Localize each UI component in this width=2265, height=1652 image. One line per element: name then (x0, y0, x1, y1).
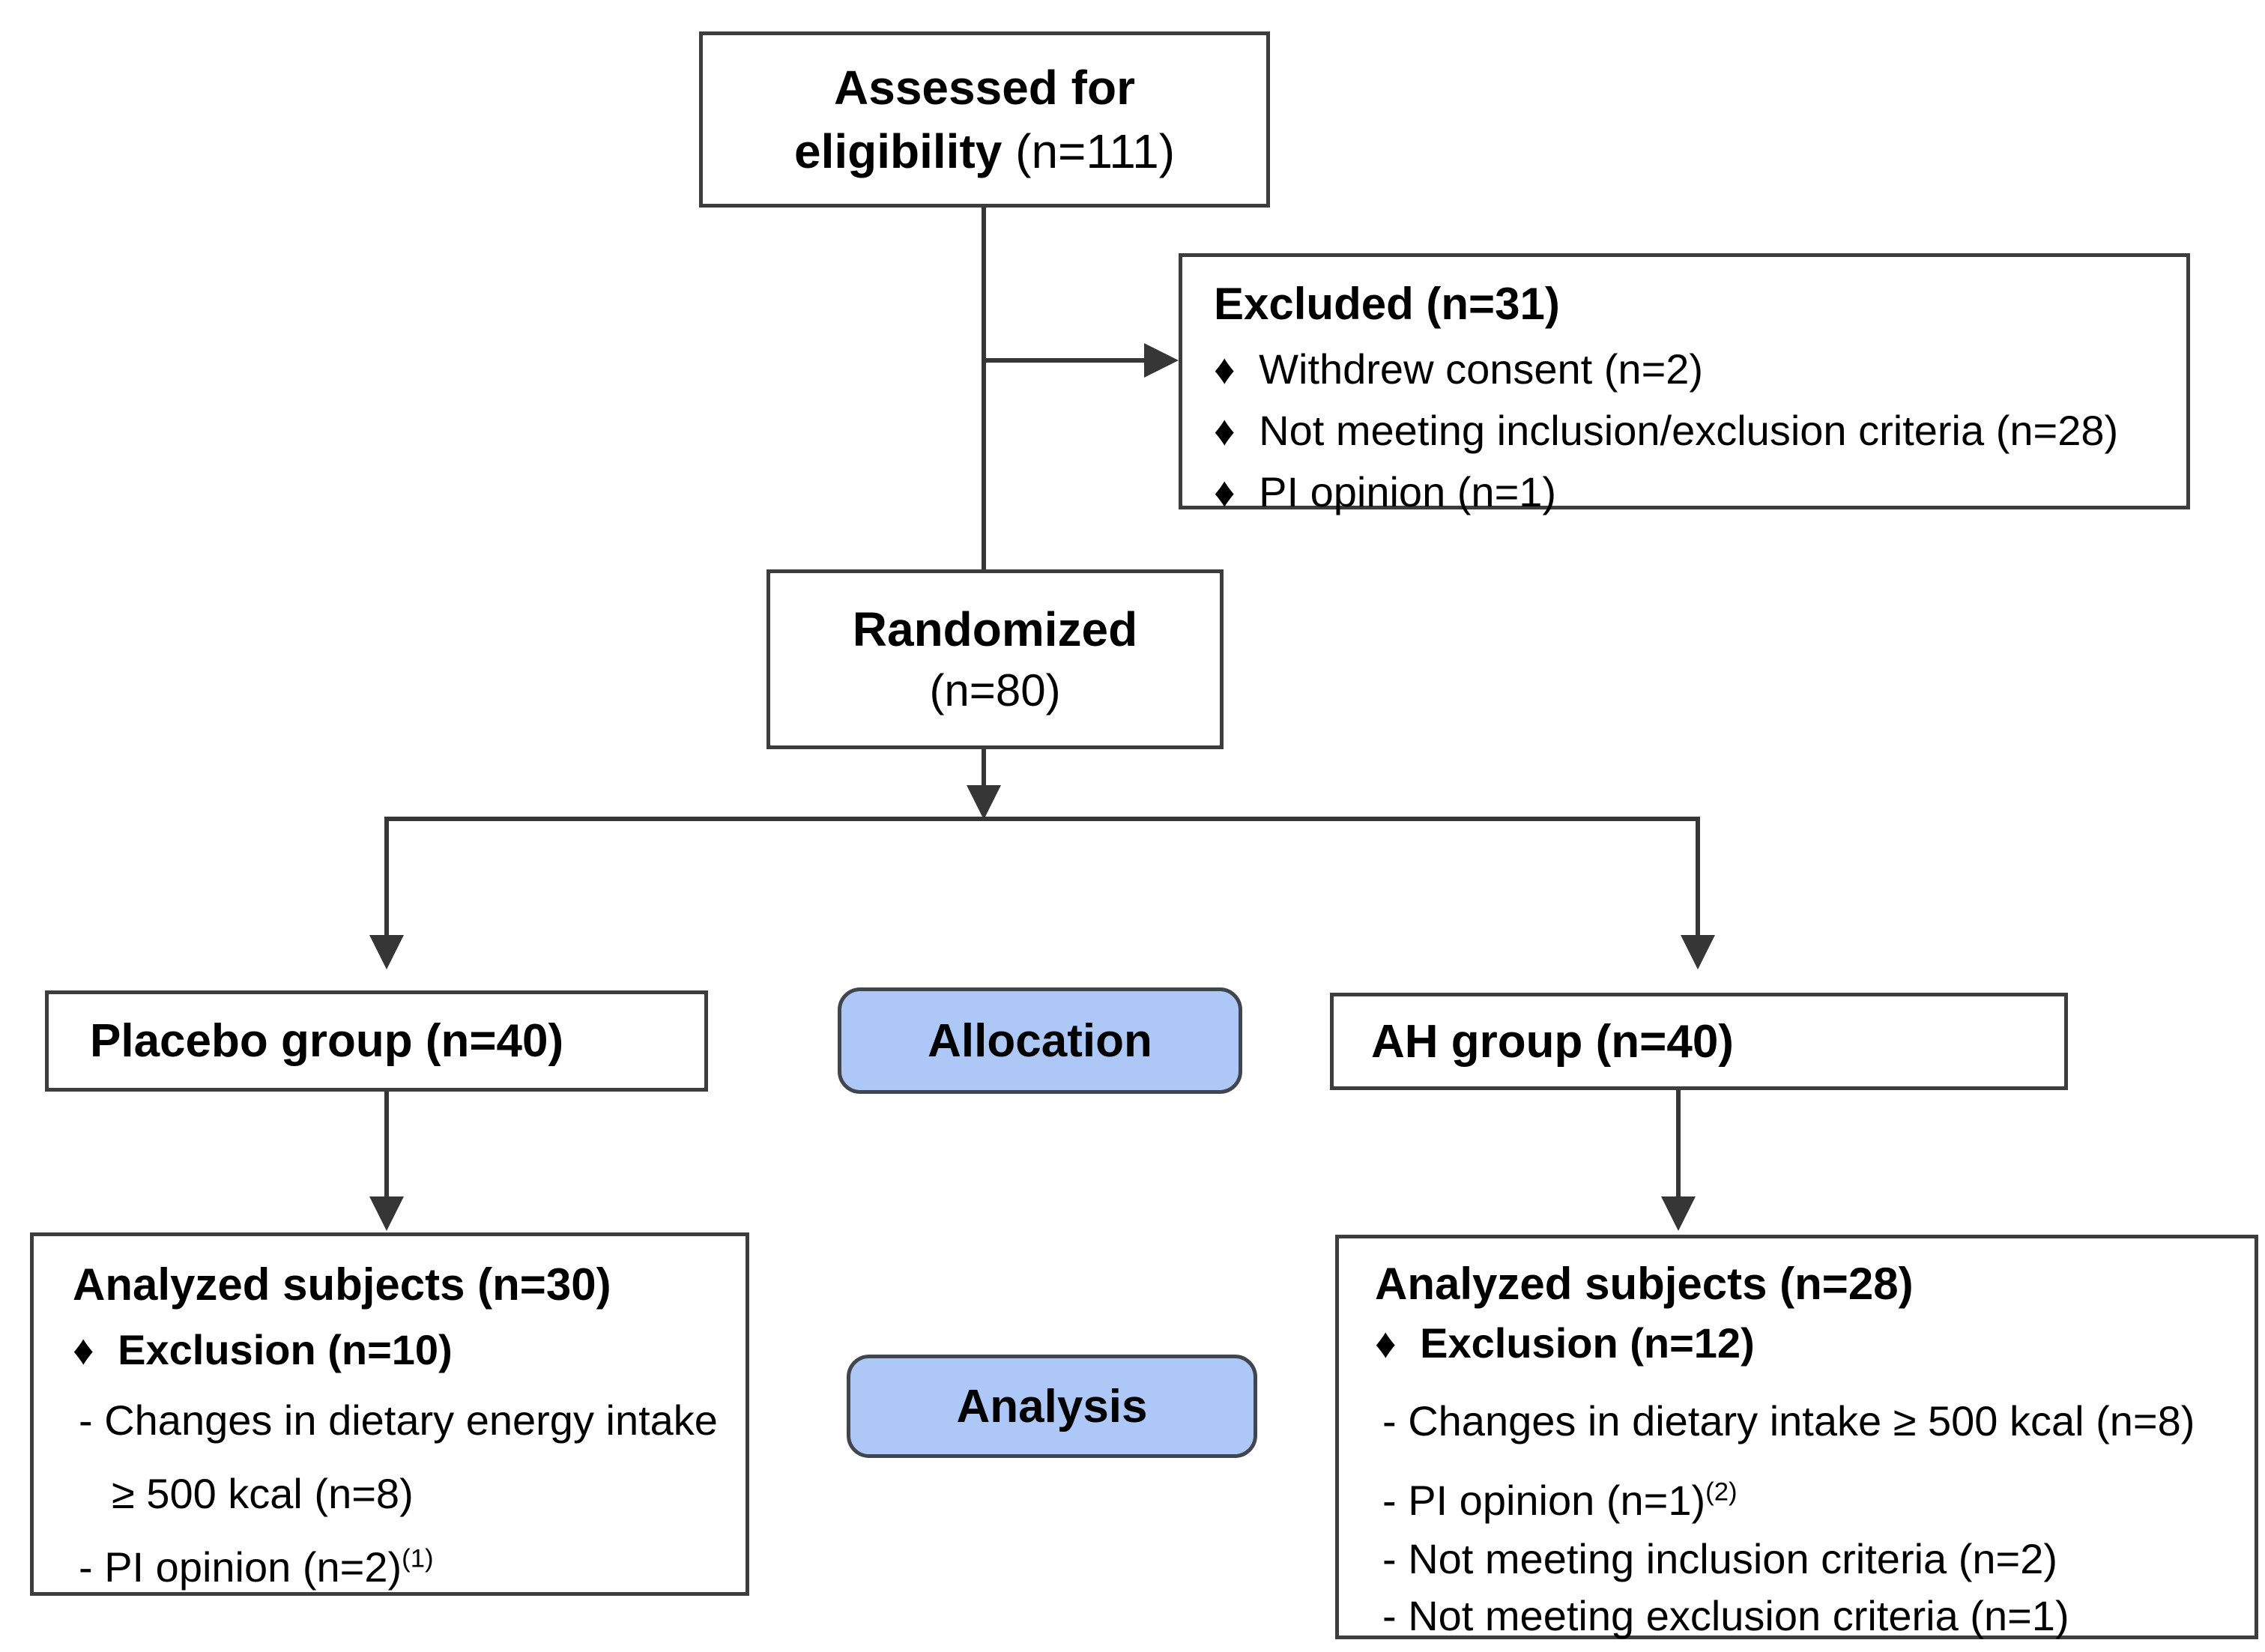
randomized-title: Randomized (852, 602, 1138, 657)
excluded-item-text: Not meeting inclusion/exclusion criteria… (1259, 406, 2119, 454)
assessed-count: (n=111) (1015, 124, 1176, 178)
connector-branch-line (384, 817, 1700, 821)
analyzed-placebo-item-cont: ≥ 500 kcal (n=8) (112, 1469, 414, 1517)
pi-opinion-text: - PI opinion (n=2) (79, 1543, 402, 1591)
analysis-stage-badge: Analysis (847, 1355, 1257, 1458)
arrow-down-icon (369, 1196, 404, 1231)
connector-assessed-randomized (982, 208, 986, 569)
analyzed-ah-exclusion: ♦ Exclusion (n=12) (1375, 1317, 2232, 1370)
excluded-item: ♦ Not meeting inclusion/exclusion criter… (1214, 405, 2156, 457)
placebo-group-box: Placebo group (n=40) (45, 990, 708, 1092)
footnote-marker: (1) (402, 1544, 434, 1573)
analyzed-ah-item: - Changes in dietary intake ≥ 500 kcal (… (1382, 1397, 2195, 1444)
connector-branch-excluded (984, 358, 1144, 363)
arrow-down-icon (1661, 1196, 1696, 1231)
pi-opinion-text: - PI opinion (n=1) (1382, 1476, 1706, 1524)
analyzed-placebo-item: - PI opinion (n=2)(1) (73, 1541, 723, 1594)
connector-placebo-analyzed (384, 1092, 389, 1196)
footnote-marker: (2) (1705, 1477, 1738, 1507)
arrow-down-icon (967, 785, 1001, 820)
analyzed-ah-box: Analyzed subjects (n=28) ♦ Exclusion (n=… (1335, 1235, 2258, 1639)
diamond-bullet-icon: ♦ (73, 1325, 94, 1373)
connector-randomized-branch (982, 749, 986, 785)
assessed-title-line1: Assessed for (834, 56, 1135, 119)
exclusion-text: Exclusion (n=12) (1420, 1319, 1755, 1367)
randomized-count: (n=80) (929, 665, 1061, 715)
connector-ah-analyzed (1676, 1090, 1681, 1196)
diamond-bullet-icon: ♦ (1214, 345, 1236, 393)
allocation-label: Allocation (928, 1014, 1152, 1067)
randomized-box: Randomized (n=80) (766, 569, 1224, 749)
ah-group-title: AH group (n=40) (1371, 1015, 1734, 1068)
allocation-stage-badge: Allocation (838, 987, 1242, 1094)
excluded-item-text: Withdrew consent (n=2) (1259, 345, 1704, 393)
analyzed-placebo-exclusion: ♦ Exclusion (n=10) (73, 1324, 723, 1376)
analyzed-placebo-item: - Changes in dietary energy intake (79, 1396, 718, 1444)
connector-branch-ah (1696, 817, 1700, 935)
analyzed-ah-item: - PI opinion (n=1)(2) (1375, 1474, 2232, 1527)
analyzed-ah-item: - Not meeting inclusion criteria (n=2) (1382, 1534, 2058, 1582)
connector-branch-placebo (384, 817, 389, 935)
assessed-eligibility-box: Assessed for eligibility (n=111) (699, 31, 1270, 208)
arrow-right-icon (1144, 343, 1179, 378)
exclusion-text: Exclusion (n=10) (118, 1325, 453, 1373)
analyzed-placebo-box: Analyzed subjects (n=30) ♦ Exclusion (n=… (30, 1232, 749, 1596)
diamond-bullet-icon: ♦ (1214, 468, 1236, 515)
excluded-title: Excluded (n=31) (1214, 279, 1560, 329)
analyzed-ah-title: Analyzed subjects (n=28) (1375, 1259, 1914, 1309)
analyzed-ah-item: - Not meeting exclusion criteria (n=1) (1382, 1591, 2069, 1639)
arrow-down-icon (369, 935, 404, 969)
analysis-label: Analysis (956, 1380, 1148, 1432)
analyzed-placebo-title: Analyzed subjects (n=30) (73, 1259, 611, 1310)
ah-group-box: AH group (n=40) (1330, 993, 2068, 1090)
excluded-item: ♦ PI opinion (n=1) (1214, 466, 2156, 518)
assessed-title-text2: eligibility (793, 124, 1003, 178)
excluded-item-text: PI opinion (n=1) (1259, 468, 1557, 515)
assessed-title-text: Assessed for (834, 61, 1135, 115)
placebo-group-title: Placebo group (n=40) (90, 1015, 564, 1067)
arrow-down-icon (1681, 935, 1715, 969)
excluded-item: ♦ Withdrew consent (n=2) (1214, 343, 2156, 396)
diamond-bullet-icon: ♦ (1214, 406, 1236, 454)
assessed-title-line2: eligibility (n=111) (794, 120, 1175, 183)
diamond-bullet-icon: ♦ (1375, 1319, 1397, 1367)
excluded-box: Excluded (n=31) ♦ Withdrew consent (n=2)… (1179, 253, 2190, 515)
